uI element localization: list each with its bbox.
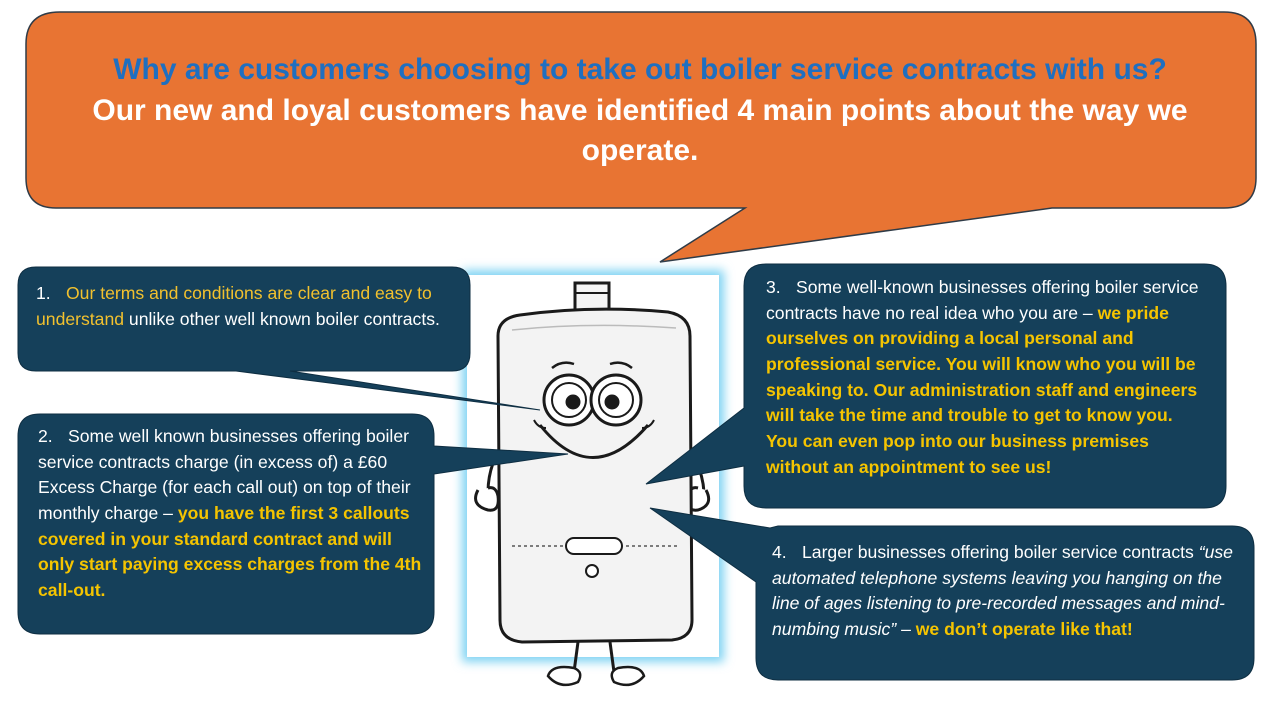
point-2-body: Some well known businesses offering boil… — [38, 426, 411, 524]
speech-bubble-2 — [17, 413, 569, 635]
title-block: Why are customers choosing to take out b… — [26, 12, 1254, 208]
point-4-quote: “use automated telephone systems leaving… — [772, 542, 1233, 640]
speech-bubble-1 — [17, 266, 541, 411]
title-subtitle: Our new and loyal customers have identif… — [92, 94, 1188, 167]
point-3-text: 3.Some well-known businesses offering bo… — [766, 275, 1206, 480]
title-question: Why are customers choosing to take out b… — [113, 52, 1167, 86]
point-1-number: 1. — [36, 283, 51, 303]
point-2-text: 2.Some well known businesses offering bo… — [38, 424, 428, 604]
point-4-text: 4. Larger businesses offering boiler serv… — [772, 540, 1242, 643]
point-2-number: 2. — [38, 426, 53, 446]
point-4-body: Larger businesses offering boiler servic… — [802, 542, 1199, 562]
point-1-highlight: Our terms and conditions are clear and e… — [36, 283, 432, 329]
point-4-highlight: we don’t operate like that! — [915, 619, 1133, 640]
point-2-highlight: you have the first 3 callouts covered in… — [38, 503, 422, 601]
point-1-body: unlike other well known boiler contracts… — [124, 308, 440, 329]
speech-bubble-4 — [649, 507, 1255, 681]
boiler-mascot-illustration — [474, 281, 711, 687]
title-speech-bubble — [25, 11, 1257, 263]
point-4-number: 4. — [772, 542, 787, 562]
point-3-body: Some well-known businesses offering boil… — [766, 277, 1199, 323]
point-4-dash: – — [896, 619, 916, 640]
speech-bubble-3 — [645, 263, 1227, 509]
point-1-text: 1.Our terms and conditions are clear and… — [36, 281, 456, 332]
point-3-highlight: we pride ourselves on providing a local … — [766, 302, 1198, 477]
point-3-number: 3. — [766, 277, 781, 297]
